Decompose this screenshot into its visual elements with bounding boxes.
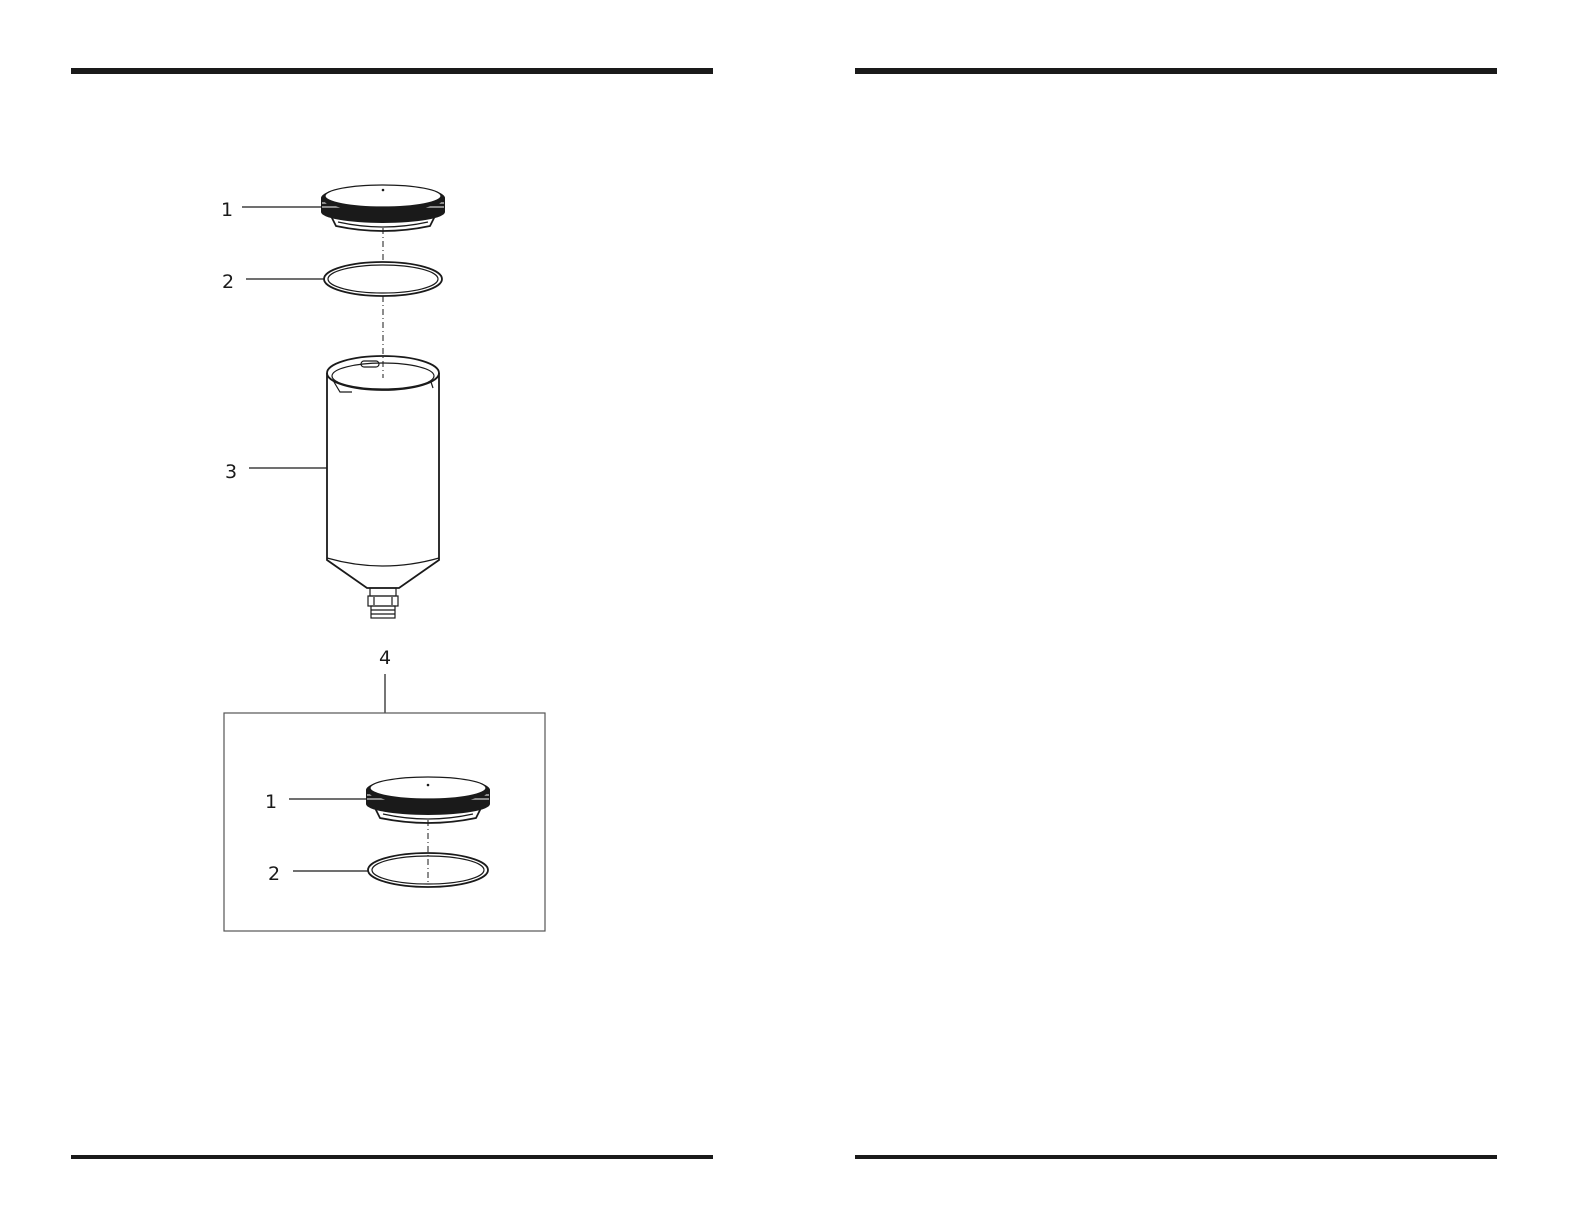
callout-cup: 3 [225, 461, 237, 483]
callout-lid: 1 [221, 199, 233, 221]
callout-seal: 2 [222, 271, 234, 293]
lid-part [321, 185, 445, 231]
kit-box [224, 713, 545, 931]
callout-kit: 4 [379, 647, 391, 669]
callout-kit-lid: 1 [265, 791, 277, 813]
kit-lid-part [366, 777, 490, 823]
seal-ring-part [324, 262, 442, 296]
callout-kit-seal: 2 [268, 863, 280, 885]
cup-part [327, 356, 439, 618]
